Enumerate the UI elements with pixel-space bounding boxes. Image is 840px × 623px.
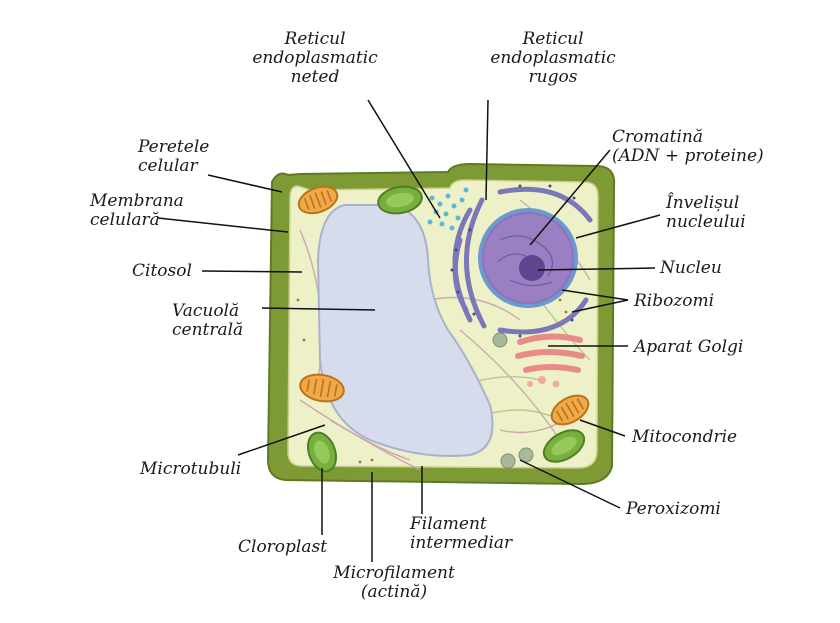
label-intermediate-filament: Filament intermediar	[410, 515, 512, 553]
rough-er	[452, 186, 593, 335]
label-rough-er-line2: endoplasmatic	[490, 48, 616, 68]
label-peroxisomes: Peroxizomi	[626, 500, 721, 519]
label-nuclear-envelope-line1: Învelișul	[666, 193, 740, 213]
label-microtubules: Microtubuli	[140, 460, 241, 479]
label-smooth-er-line1: Reticul	[284, 29, 346, 49]
leader-lines	[157, 99, 661, 562]
label-chloroplast-text: Cloroplast	[238, 537, 328, 557]
label-rough-er-line1: Reticul	[522, 29, 584, 49]
label-peroxisomes-text: Peroxizomi	[626, 499, 721, 519]
label-microfilament-line2: (actină)	[360, 582, 428, 602]
label-mitochondria: Mitocondrie	[632, 428, 737, 447]
label-cell-membrane-line2: celulară	[90, 210, 160, 230]
central-vacuole	[316, 204, 494, 457]
label-ribosomes: Ribozomi	[634, 292, 714, 311]
label-microfilament-line1: Microfilament	[333, 563, 455, 583]
label-central-vacuole-line1: Vacuolă	[172, 301, 240, 321]
label-rough-er: Reticul endoplasmatic rugos	[478, 30, 628, 87]
label-cell-membrane: Membrana celulară	[90, 192, 184, 230]
golgi-vesicles	[527, 376, 560, 388]
label-central-vacuole-line2: centrală	[172, 320, 244, 340]
rough-er-ribosomes	[450, 184, 576, 340]
chloroplasts	[306, 185, 586, 473]
label-mitochondria-text: Mitocondrie	[632, 427, 738, 447]
label-nucleus: Nucleu	[660, 259, 722, 278]
label-ribosomes-text: Ribozomi	[634, 291, 715, 311]
label-central-vacuole: Vacuolă centrală	[172, 302, 243, 340]
label-intermediate-filament-line1: Filament	[410, 514, 487, 534]
label-golgi: Aparat Golgi	[634, 338, 743, 357]
label-cytosol: Citosol	[132, 262, 192, 281]
label-cytosol-text: Citosol	[132, 261, 192, 281]
label-chromatin-line1: Cromatină	[612, 127, 703, 147]
label-golgi-text: Aparat Golgi	[634, 337, 744, 357]
label-chromatin: Cromatină (ADN + proteine)	[612, 128, 764, 166]
chromatin-strands	[497, 235, 554, 287]
mitochondria	[297, 185, 590, 426]
nucleolus	[519, 255, 545, 281]
label-chromatin-line2: (ADN + proteine)	[612, 146, 764, 166]
label-nuclear-envelope: Învelișul nucleului	[666, 194, 746, 232]
peroxisomes	[492, 332, 534, 469]
golgi-apparatus	[515, 333, 585, 373]
label-nuclear-envelope-line2: nucleului	[666, 212, 746, 232]
label-nucleus-text: Nucleu	[660, 258, 722, 278]
free-ribosomes	[296, 298, 568, 464]
label-smooth-er-line3: neted	[290, 67, 340, 87]
label-microtubules-text: Microtubuli	[140, 459, 242, 479]
label-cell-wall-line1: Peretele	[138, 137, 210, 157]
label-rough-er-line3: rugos	[528, 67, 578, 87]
label-intermediate-filament-line2: intermediar	[410, 533, 513, 553]
label-cell-membrane-line1: Membrana	[90, 191, 184, 211]
label-microfilament: Microfilament (actină)	[314, 564, 474, 602]
label-cell-wall: Peretele celular	[138, 138, 209, 176]
label-smooth-er-line2: endoplasmatic	[252, 48, 378, 68]
label-cell-wall-line2: celular	[138, 156, 198, 176]
label-chloroplast: Cloroplast	[238, 538, 327, 557]
label-smooth-er: Reticul endoplasmatic neted	[240, 30, 390, 87]
